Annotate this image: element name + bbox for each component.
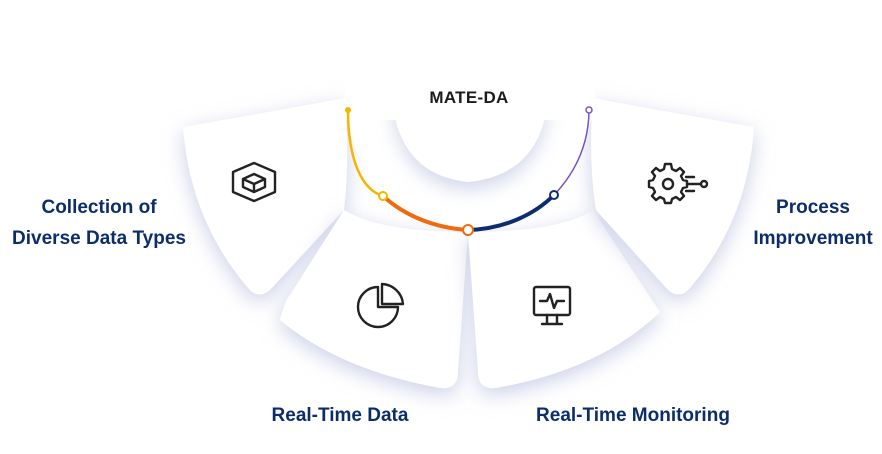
pie-chart-icon: [356, 282, 405, 329]
center-hub: [345, 60, 595, 232]
label-collection-line-1: Collection of: [41, 197, 157, 218]
progress-arc: [345, 106, 593, 236]
label-realtime-monitoring-line-1: Real-Time Monitoring: [536, 405, 730, 426]
monitor-pulse-icon: [532, 285, 572, 326]
arc-segment-navy: [466, 193, 556, 232]
label-realtime-data-line-1: Real-Time Data: [271, 405, 409, 426]
label-process-line-1: Process: [776, 197, 850, 218]
arc-segment-orange: [381, 194, 470, 232]
arc-node-navy: [549, 190, 559, 200]
diagram-title: MATE-DA: [429, 88, 509, 107]
box-icon: [231, 161, 277, 203]
label-collection: Collection of Diverse Data Types: [0, 192, 198, 254]
arc-node-yellow: [378, 191, 388, 201]
label-process-line-2: Improvement: [753, 228, 873, 249]
label-collection-line-2: Diverse Data Types: [12, 228, 186, 249]
arc-node-orange: [462, 224, 474, 236]
gear-icon: [647, 162, 709, 205]
arc-segment-purple: [553, 109, 590, 196]
label-realtime-monitoring: Real-Time Monitoring: [515, 400, 751, 431]
label-realtime-data: Real-Time Data: [250, 400, 430, 431]
segment-realtime-data-card: [280, 210, 468, 389]
arc-node-start: [345, 107, 351, 113]
segment-realtime-monitoring-card: [468, 210, 660, 389]
label-process: Process Improvement: [744, 192, 882, 254]
arc-segment-yellow: [346, 108, 385, 198]
segment-process-card: [591, 98, 754, 295]
arc-node-end: [585, 106, 593, 114]
